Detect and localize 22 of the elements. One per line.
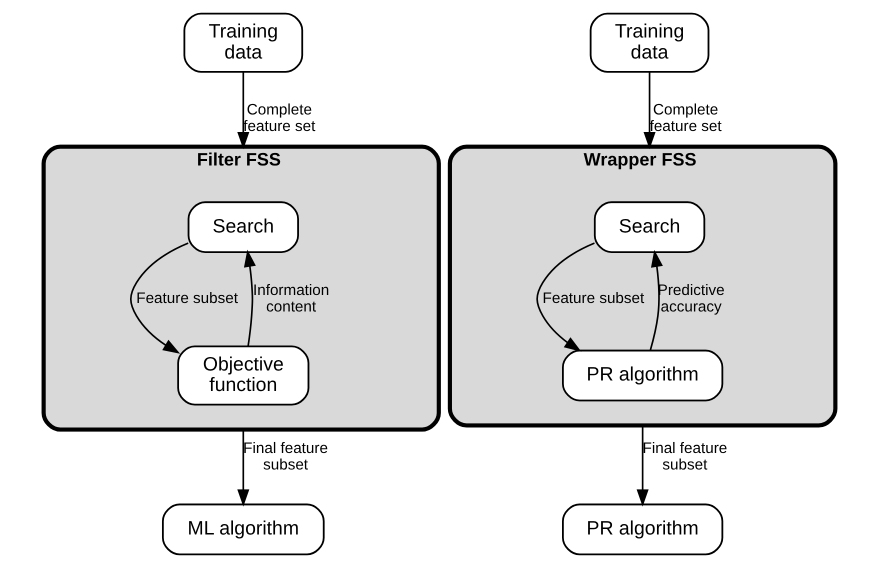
edge-label: Information content [252, 282, 330, 316]
arrow [536, 242, 595, 352]
node-box: Search [594, 201, 706, 254]
arrow [237, 430, 250, 507]
edge-label: Final feature subset [642, 440, 728, 474]
edge-label: Feature subset [542, 290, 644, 308]
node-box: Search [188, 201, 299, 254]
arrow [644, 72, 656, 150]
arrow [130, 242, 188, 354]
edge-label: Final feature subset [243, 440, 328, 474]
node-box: ML algorithm [162, 504, 325, 556]
node-box: Training data [183, 12, 304, 73]
node-box: Objective function [177, 346, 310, 406]
edge-label: Feature subset [136, 290, 238, 308]
arrow [650, 250, 663, 350]
edge-label: Complete feature set [243, 102, 316, 136]
node-box: PR algorithm [562, 350, 724, 402]
arrow [636, 425, 649, 507]
node-box: PR algorithm [562, 504, 724, 556]
arrow [237, 72, 250, 150]
node-box: Training data [590, 12, 710, 73]
arrow [244, 250, 256, 346]
